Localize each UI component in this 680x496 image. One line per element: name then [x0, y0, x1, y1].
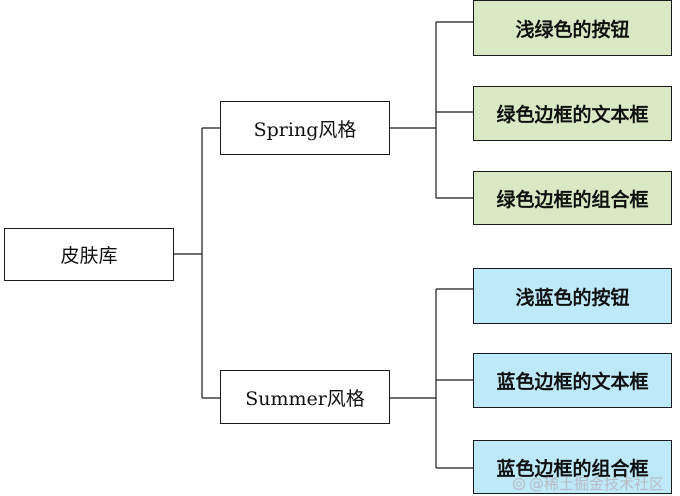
branch-node-spring: Spring风格 [220, 101, 390, 155]
spring-connector [389, 21, 473, 199]
branch-label-spring: Spring风格 [253, 118, 357, 141]
leaf-node-spring-2: 绿色边框的文本框 [473, 86, 672, 141]
root-label: 皮肤库 [60, 245, 118, 267]
leaf-label-summer-1: 浅蓝色的按钮 [515, 286, 630, 309]
leaf-node-spring-1: 浅绿色的按钮 [473, 0, 672, 56]
leaf-node-summer-2: 蓝色边框的文本框 [473, 353, 672, 408]
at-icon [512, 477, 526, 490]
leaf-label-spring-1: 浅绿色的按钮 [515, 18, 630, 41]
leaf-node-summer-1: 浅蓝色的按钮 [473, 268, 672, 324]
watermark: @稀土掘金技术社区 [512, 473, 664, 494]
root-node: 皮肤库 [4, 228, 174, 281]
leaf-label-summer-3: 蓝色边框的组合框 [496, 457, 649, 480]
leaf-label-spring-3: 绿色边框的组合框 [496, 188, 649, 211]
leaf-node-summer-3: 蓝色边框的组合框 [473, 440, 672, 494]
leaf-node-spring-3: 绿色边框的组合框 [473, 171, 672, 225]
watermark-text: @稀土掘金技术社区 [528, 475, 664, 493]
leaf-label-summer-2: 蓝色边框的文本框 [496, 371, 649, 393]
branch-label-summer: Summer风格 [245, 387, 365, 410]
branch-node-summer: Summer风格 [220, 370, 390, 424]
summer-connector [389, 288, 473, 469]
leaf-label-spring-2: 绿色边框的文本框 [496, 104, 649, 126]
root-connector [173, 127, 220, 399]
